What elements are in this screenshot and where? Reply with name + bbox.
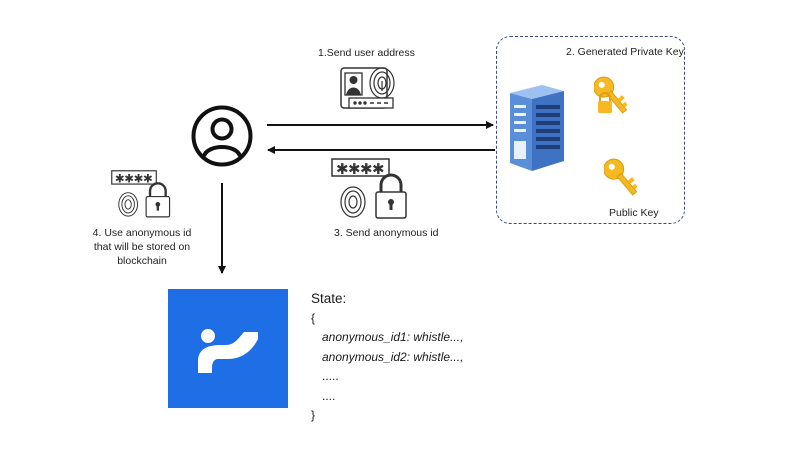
state-title: State: bbox=[311, 291, 347, 306]
svg-text:✱: ✱ bbox=[134, 172, 144, 186]
public-key-label: Public Key bbox=[609, 207, 659, 219]
step1-label: 1.Send user address bbox=[318, 47, 415, 59]
svg-text:✱: ✱ bbox=[143, 172, 153, 186]
step4-line: that will be stored on bbox=[93, 241, 191, 253]
password-fingerprint-lock-icon: ✱✱✱✱ bbox=[331, 158, 407, 219]
svg-text:✱: ✱ bbox=[124, 172, 134, 186]
state-open-brace: { bbox=[311, 310, 316, 325]
svg-text:✱: ✱ bbox=[115, 172, 125, 186]
svg-text:✱: ✱ bbox=[360, 160, 373, 178]
server-box bbox=[496, 36, 685, 224]
svg-text:✱: ✱ bbox=[372, 160, 385, 178]
step4-line: 4. Use anonymous id bbox=[92, 227, 192, 239]
state-close-brace: } bbox=[311, 408, 316, 422]
server-rack-icon bbox=[510, 85, 564, 171]
state-ellipsis: ..... bbox=[322, 369, 339, 383]
state-ellipsis: .... bbox=[322, 388, 336, 403]
password-fingerprint-lock-icon: ✱✱✱✱ bbox=[111, 170, 171, 218]
step3-label: 3. Send anonymous id bbox=[334, 227, 439, 239]
state-block: State: { anonymous_id1: whistle..., anon… bbox=[311, 289, 463, 426]
step4-line: blockchain bbox=[117, 255, 167, 267]
step2-label: 2. Generated Private Key bbox=[566, 46, 684, 58]
step4-label: 4. Use anonymous id that will be stored … bbox=[80, 226, 204, 268]
state-entry: anonymous_id2: whistle..., bbox=[322, 349, 464, 364]
id-fingerprint-icon bbox=[340, 67, 395, 109]
state-entry: anonymous_id1: whistle..., bbox=[322, 330, 464, 344]
key-icon bbox=[604, 158, 638, 196]
key-lock-icon bbox=[594, 76, 628, 114]
blockchain-logo bbox=[168, 289, 288, 408]
svg-text:✱: ✱ bbox=[348, 160, 361, 178]
user-circle-icon bbox=[191, 105, 253, 167]
svg-text:✱: ✱ bbox=[336, 160, 349, 178]
